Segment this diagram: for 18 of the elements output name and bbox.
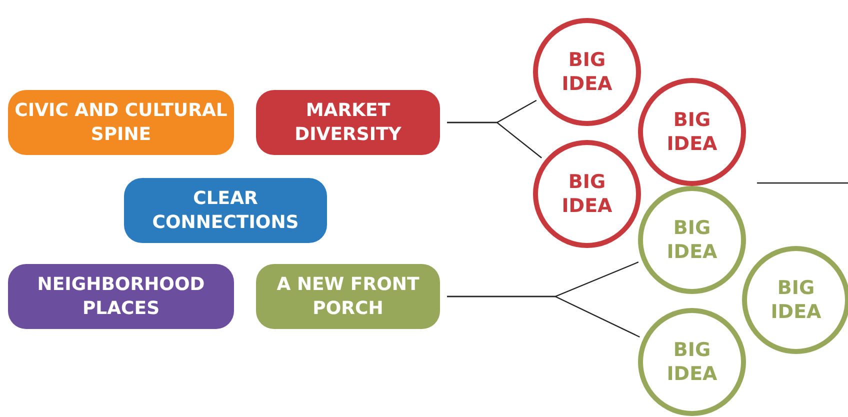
node-text: MARKET DIVERSITY [294, 98, 402, 146]
label-pill [256, 264, 440, 329]
node-text: BIG IDEA [666, 108, 718, 156]
node-text: CIVIC AND CULTURAL SPINE [14, 98, 228, 146]
connector-line [447, 122, 542, 158]
node-text: A NEW FRONT PORCH [276, 272, 420, 320]
node-text: NEIGHBORHOOD PLACES [36, 272, 206, 320]
node-text: BIG IDEA [666, 338, 718, 386]
label-pill [8, 90, 234, 155]
node-text: CLEAR CONNECTIONS [151, 186, 300, 234]
node-text: BIG IDEA [770, 276, 822, 324]
label-pill [256, 90, 440, 155]
node-text: BIG IDEA [560, 170, 614, 218]
label-pill [8, 264, 234, 329]
label-pill [124, 178, 327, 243]
node-text: BIG IDEA [560, 48, 614, 96]
connector-line [447, 296, 640, 338]
node-text: BIG IDEA [666, 216, 718, 264]
